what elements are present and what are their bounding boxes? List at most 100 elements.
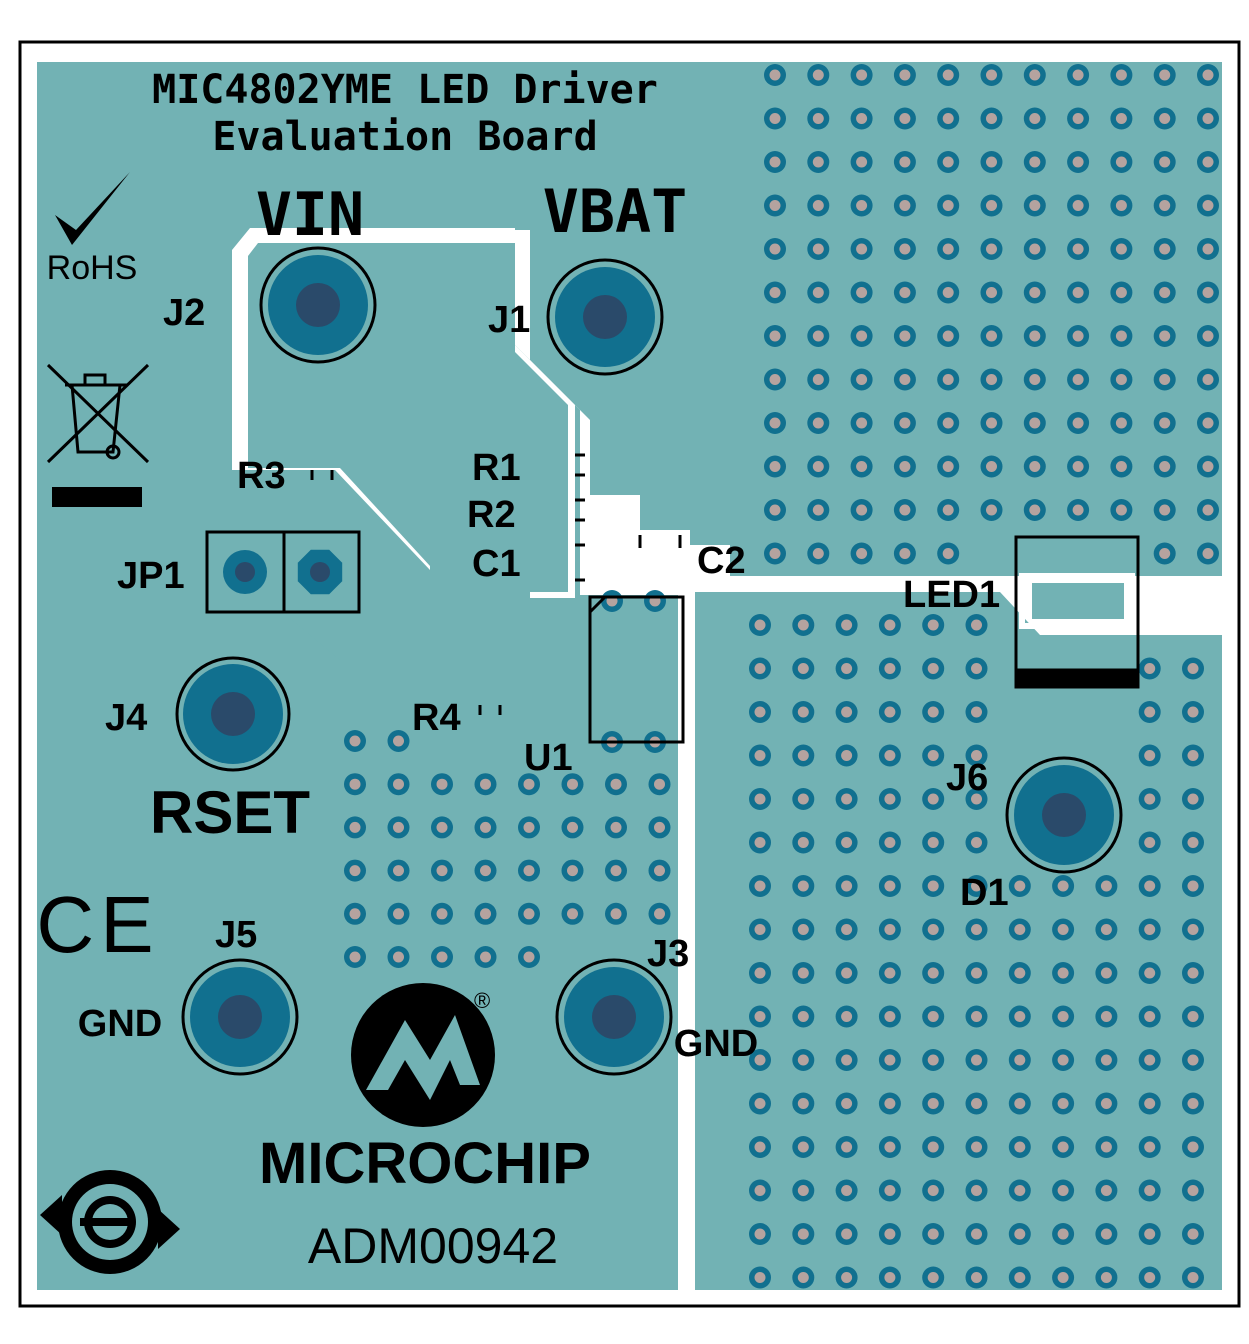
via-top-right: [980, 455, 1003, 478]
via-bottom-right: [792, 1179, 815, 1202]
via-top-right: [1110, 238, 1133, 260]
smd-pads: [309, 488, 580, 696]
via-top-right: [1153, 412, 1176, 434]
via-bottom-left: [344, 773, 366, 796]
via-bottom-left: [561, 902, 584, 925]
via-bottom-right: [922, 1266, 945, 1289]
via-bottom-right: [1008, 875, 1031, 897]
via-top-right: [980, 64, 1003, 86]
via-bottom-right: [1182, 701, 1204, 723]
via-bottom-right: [835, 1179, 858, 1202]
refdes-r3: R3: [237, 455, 286, 497]
via-bottom-right: [749, 1266, 771, 1289]
via-bottom-right: [1182, 1049, 1204, 1071]
via-top-right: [1197, 412, 1219, 434]
refdes-r2: R2: [467, 494, 516, 536]
j6-d1-pad: [1005, 756, 1123, 874]
via-top-right: [1153, 194, 1176, 217]
trace-jp1-u1: [336, 596, 559, 652]
via-top-right: [893, 325, 916, 347]
via-bottom-right: [1138, 788, 1161, 810]
silkscreen: [175, 453, 1140, 772]
net-label-vin: VIN: [256, 180, 364, 250]
via-bottom-right: [1008, 1049, 1031, 1071]
via-bottom-right: [792, 1223, 815, 1245]
via-bottom-left: [648, 902, 671, 925]
via-bottom-right: [1182, 1179, 1204, 1202]
led1-lens: [1032, 583, 1124, 619]
via-top-right: [1067, 281, 1090, 304]
via-top-right: [1023, 412, 1046, 434]
via-bottom-right: [1052, 918, 1075, 941]
ce-mark: CE: [36, 880, 159, 969]
via-top-right: [937, 325, 960, 347]
refdes-j5: J5: [215, 914, 257, 956]
via-bottom-right: [1182, 962, 1204, 984]
via-bottom-right: [1182, 1136, 1204, 1158]
via-top-right: [1067, 325, 1090, 347]
copper-bottom-right-pour: [695, 592, 1222, 1290]
via-bottom-right: [1052, 1223, 1075, 1245]
via-bottom-left: [474, 902, 497, 925]
via-top-right: [1067, 499, 1090, 521]
via-top-right: [893, 194, 916, 217]
via-top-right: [807, 455, 830, 478]
via-top-right: [1110, 325, 1133, 347]
via-bottom-right: [1138, 1266, 1161, 1289]
j1-vbat-pad: [546, 258, 664, 376]
j4-rset-pad: [183, 664, 283, 764]
via-top-right: [1023, 238, 1046, 260]
via-bottom-right: [792, 744, 815, 767]
via-bottom-right: [1095, 1136, 1118, 1158]
via-top-right: [1110, 499, 1133, 521]
via-bottom-right: [922, 744, 945, 767]
via-top-right: [850, 455, 873, 478]
via-bottom-left: [474, 816, 497, 839]
via-top-right: [807, 194, 830, 217]
via-bottom-right: [792, 1092, 815, 1115]
via-bottom-right: [922, 918, 945, 941]
via-bottom-right: [878, 1092, 901, 1115]
via-arrays: [344, 64, 1219, 1289]
via-bottom-right: [878, 1223, 901, 1245]
via-top-right: [1197, 64, 1219, 86]
via-bottom-right: [922, 831, 945, 854]
via-top-right: [850, 194, 873, 217]
via-bottom-left: [431, 773, 453, 796]
via-bottom-left: [605, 773, 627, 796]
via-bottom-right: [922, 1223, 945, 1245]
via-bottom-right: [878, 744, 901, 767]
via-bottom-left: [387, 859, 410, 882]
via-top-right: [893, 238, 916, 260]
via-bottom-right: [1095, 1092, 1118, 1115]
via-bottom-left: [387, 946, 410, 968]
via-bottom-right: [792, 701, 815, 723]
via-bottom-right: [749, 1092, 771, 1115]
refdes-d1: D1: [960, 872, 1009, 914]
via-top-right: [1110, 107, 1133, 130]
via-bottom-right: [965, 1049, 988, 1071]
jp1-pin-2: [297, 549, 343, 595]
via-bottom-left: [605, 859, 627, 882]
via-top-right: [893, 499, 916, 521]
via-bottom-right: [1182, 831, 1204, 854]
via-top-right: [1023, 325, 1046, 347]
via-bottom-left: [474, 946, 497, 968]
via-top-right: [807, 238, 830, 260]
via-top-right: [764, 281, 786, 304]
via-bottom-left: [344, 730, 366, 752]
via-bottom-right: [965, 1223, 988, 1245]
via-top-right: [850, 281, 873, 304]
via-top-right: [1153, 64, 1176, 86]
rohs-logo: RoHS: [47, 172, 137, 287]
via-bottom-right: [792, 788, 815, 810]
via-bottom-right: [835, 962, 858, 984]
via-bottom-right: [922, 1049, 945, 1071]
via-top-right: [893, 412, 916, 434]
u1-pin1-notch: [588, 595, 607, 614]
via-bottom-left: [344, 946, 366, 968]
refdes-u1: U1: [524, 737, 573, 779]
via-bottom-right: [1008, 918, 1031, 941]
via-bottom-left: [648, 773, 671, 796]
